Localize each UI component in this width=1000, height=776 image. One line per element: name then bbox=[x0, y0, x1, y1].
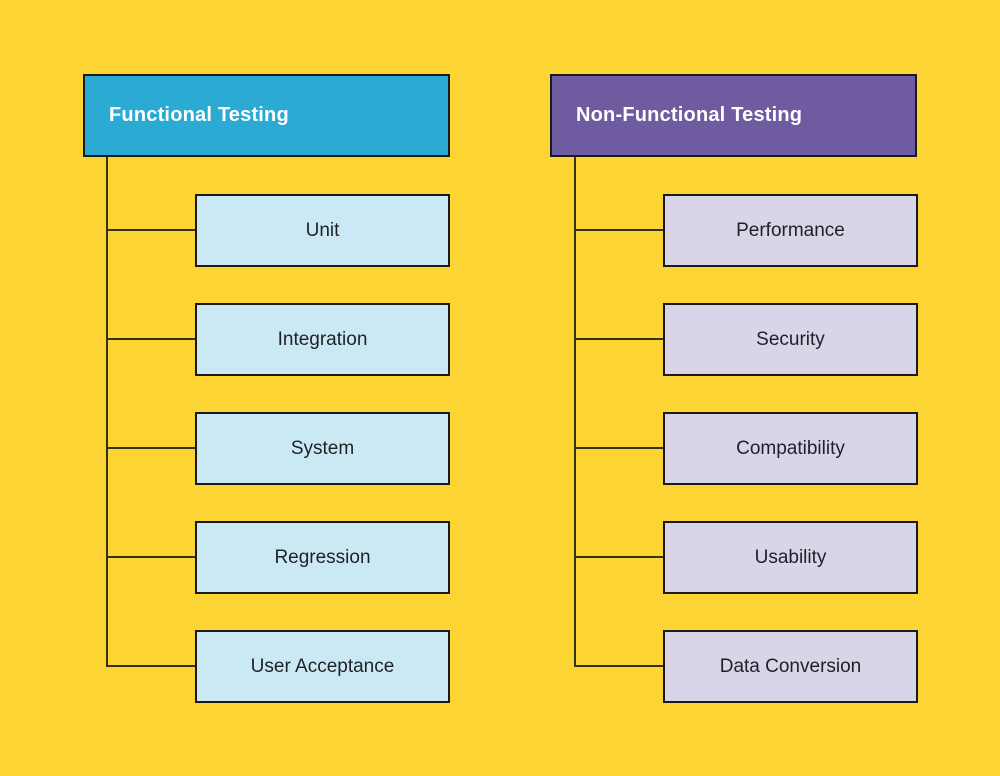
node-security: Security bbox=[663, 303, 918, 376]
node-data-conversion: Data Conversion bbox=[663, 630, 918, 703]
non-functional-connector-branch bbox=[575, 447, 663, 449]
non-functional-testing-header: Non-Functional Testing bbox=[550, 74, 917, 157]
functional-connector-branch bbox=[107, 556, 195, 558]
functional-connector-branch bbox=[107, 665, 195, 667]
non-functional-connector-branch bbox=[575, 665, 663, 667]
functional-testing-header: Functional Testing bbox=[83, 74, 450, 157]
node-user-acceptance: User Acceptance bbox=[195, 630, 450, 703]
node-regression: Regression bbox=[195, 521, 450, 594]
non-functional-connector-branch bbox=[575, 556, 663, 558]
functional-connector-branch bbox=[107, 447, 195, 449]
non-functional-connector-branch bbox=[575, 338, 663, 340]
node-compatibility: Compatibility bbox=[663, 412, 918, 485]
functional-connector-branch bbox=[107, 338, 195, 340]
node-integration: Integration bbox=[195, 303, 450, 376]
node-performance: Performance bbox=[663, 194, 918, 267]
node-usability: Usability bbox=[663, 521, 918, 594]
non-functional-connector-trunk bbox=[574, 157, 576, 667]
node-system: System bbox=[195, 412, 450, 485]
non-functional-connector-branch bbox=[575, 229, 663, 231]
functional-connector-branch bbox=[107, 229, 195, 231]
node-unit: Unit bbox=[195, 194, 450, 267]
functional-connector-trunk bbox=[106, 157, 108, 667]
